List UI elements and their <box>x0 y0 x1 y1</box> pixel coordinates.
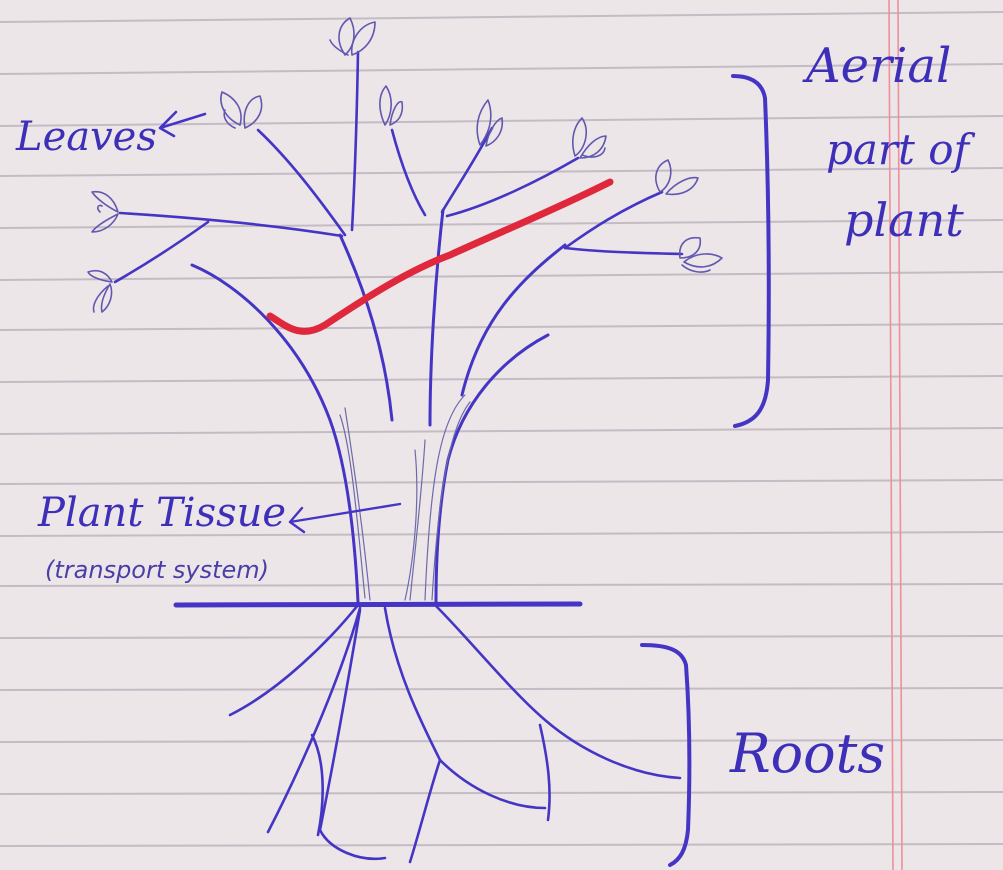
tissue-sublabel: (transport system) <box>45 556 269 584</box>
leaf-cluster-6 <box>656 160 698 194</box>
branches <box>115 52 682 282</box>
leaf-cluster-7 <box>680 238 722 272</box>
trunk <box>192 210 565 602</box>
leaf-cluster-9 <box>88 271 112 312</box>
leaf-cluster-1 <box>330 18 375 55</box>
tissue-label: Plant Tissue <box>37 490 286 536</box>
aerial-label-line3: plant <box>844 193 964 247</box>
leaves-label: Leaves <box>15 114 157 160</box>
aerial-label-line2: part of <box>826 125 976 174</box>
leaf-cluster-5 <box>573 118 606 158</box>
transport-tissue <box>340 395 470 600</box>
roots <box>230 605 680 862</box>
ground-line <box>176 604 580 605</box>
roots-bracket <box>642 645 689 865</box>
aerial-label-line1: Aerial <box>802 38 951 94</box>
leaf-cluster-4 <box>477 100 502 146</box>
aerial-bracket <box>733 76 769 426</box>
tissue-arrow <box>290 504 400 532</box>
leaf-cluster-3 <box>380 86 403 125</box>
leaf-cluster-8 <box>92 192 118 232</box>
roots-label: Roots <box>729 722 885 785</box>
